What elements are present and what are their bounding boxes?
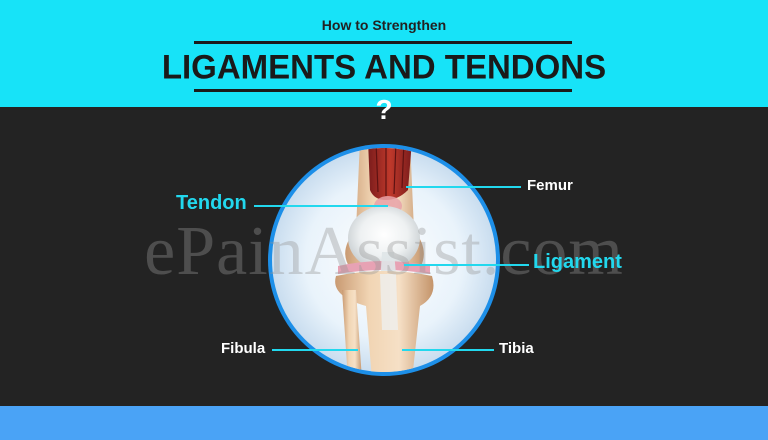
watermark: ePainAssist.com (144, 213, 624, 290)
footer-band (0, 406, 768, 440)
leader-fibula (272, 349, 358, 351)
label-femur: Femur (527, 177, 573, 194)
subtitle: How to Strengthen (321, 17, 447, 33)
leader-ligament (404, 264, 529, 266)
label-fibula: Fibula (221, 340, 266, 357)
title-rule-bottom (194, 89, 572, 92)
fibula-bone (342, 290, 362, 372)
label-ligament: Ligament (533, 251, 622, 273)
label-tendon: Tendon (176, 192, 247, 214)
quadriceps-muscle (368, 148, 412, 200)
knee-anatomy (335, 148, 434, 372)
title-rule-top (194, 41, 572, 44)
page-title: LIGAMENTS AND TENDONS (161, 47, 607, 86)
leader-tendon (254, 205, 388, 207)
leader-tibia (402, 349, 494, 351)
label-tibia: Tibia (499, 340, 534, 357)
patella (348, 206, 420, 270)
question-mark: ? (375, 94, 393, 125)
leader-femur (406, 186, 521, 188)
